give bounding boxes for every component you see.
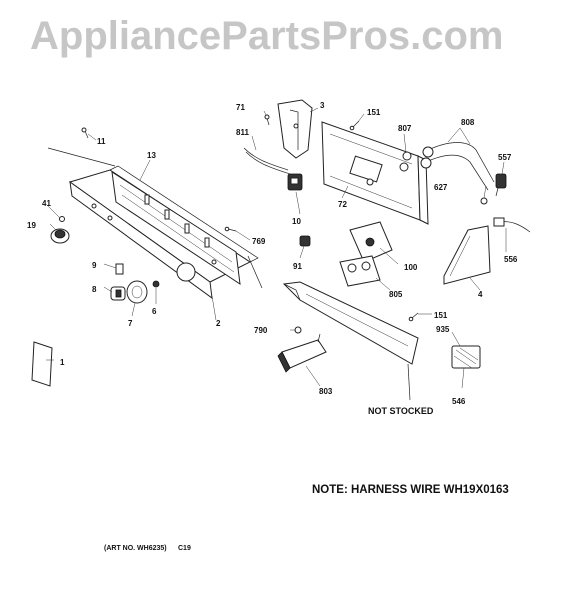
callout-546: 546 [452, 397, 466, 406]
callout-811: 811 [236, 128, 249, 137]
callout-807: 807 [398, 124, 412, 133]
callout-4: 4 [478, 290, 483, 299]
callout-6: 6 [152, 307, 157, 316]
washers-807 [399, 151, 412, 172]
callout-557: 557 [498, 153, 512, 162]
dial-7 [126, 280, 148, 304]
callout-556: 556 [504, 255, 518, 264]
switch-10 [287, 173, 303, 191]
callout-803: 803 [319, 387, 333, 396]
rear-panel-72 [321, 121, 429, 225]
callout-935: 935 [436, 325, 450, 334]
callout-9: 9 [92, 261, 97, 270]
timer-100 [349, 221, 393, 263]
callout-41: 41 [42, 199, 51, 208]
bracket-4 [443, 225, 491, 285]
art-code: C19 [178, 545, 191, 552]
callout-1: 1 [60, 358, 65, 367]
part-627 [480, 197, 488, 205]
callout-2: 2 [216, 319, 221, 328]
screw-151-top [349, 120, 360, 131]
wire-556 [493, 217, 531, 233]
callout-11: 11 [97, 137, 106, 146]
callout-7: 7 [128, 319, 133, 328]
knob-19 [50, 228, 70, 244]
lower-panel [282, 281, 419, 401]
not-stocked-label: NOT STOCKED [368, 406, 434, 416]
callout-19: 19 [27, 221, 36, 230]
screw-769 [224, 226, 237, 232]
callout-790: 790 [254, 326, 268, 335]
callout-72: 72 [338, 200, 347, 209]
callout-8: 8 [92, 285, 97, 294]
callout-91: 91 [293, 262, 302, 271]
callout-71: 71 [236, 103, 245, 112]
callout-13: 13 [147, 151, 156, 160]
callout-151-lower: 151 [434, 311, 448, 320]
art-number: (ART NO. WH6235) [104, 545, 167, 552]
manual-1 [31, 341, 53, 387]
bracket-3 [277, 99, 313, 159]
valve-805 [339, 255, 381, 287]
screw-11 [81, 127, 89, 139]
callout-151-top: 151 [367, 108, 381, 117]
screw-151-lower [408, 312, 419, 322]
callout-769: 769 [252, 237, 266, 246]
hoses-808 [420, 142, 495, 191]
dispenser-803 [277, 333, 327, 373]
harness-note: NOTE: HARNESS WIRE WH19X0163 [312, 484, 509, 496]
part-9 [115, 263, 124, 275]
part-6 [152, 280, 160, 288]
harness-546 [451, 345, 481, 369]
callout-805: 805 [389, 290, 403, 299]
callout-3: 3 [320, 101, 325, 110]
watermark-logo: AppliancePartsPros.com [30, 14, 504, 58]
part-557 [495, 173, 507, 197]
clip-41 [59, 216, 65, 222]
leader-lines [46, 107, 507, 389]
part-91 [299, 235, 311, 247]
switch-8 [110, 286, 126, 301]
callout-808: 808 [461, 118, 475, 127]
callout-labels: 11 13 41 19 9 8 7 6 2 1 769 71 3 811 10 … [27, 101, 518, 406]
cord-811 [243, 147, 291, 175]
backsplash-panel [47, 147, 263, 300]
screw-71 [264, 114, 270, 126]
callout-10: 10 [292, 217, 301, 226]
callout-100: 100 [404, 263, 418, 272]
callout-627: 627 [434, 183, 448, 192]
